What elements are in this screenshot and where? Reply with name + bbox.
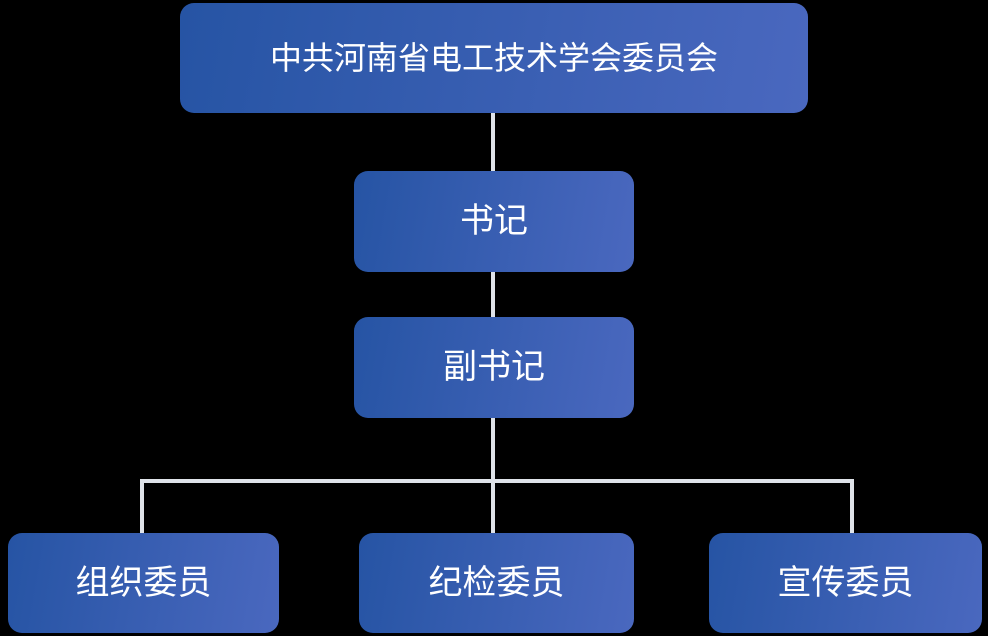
connector-drop-organization [140,479,144,533]
node-publicity-member: 宣传委员 [709,533,982,633]
node-organization-member: 组织委员 [8,533,279,633]
connector-deputy-to-children [491,418,495,533]
node-committee-root: 中共河南省电工技术学会委员会 [180,3,808,113]
connector-children-horizontal [140,479,854,483]
node-committee-root-label: 中共河南省电工技术学会委员会 [269,39,718,76]
node-discipline-member: 纪检委员 [359,533,634,633]
connector-root-to-secretary [491,113,495,171]
node-organization-member-label: 组织委员 [75,563,212,602]
connector-secretary-to-deputy [491,272,495,317]
node-secretary: 书记 [354,171,634,272]
node-publicity-member-label: 宣传委员 [777,563,914,602]
connector-drop-publicity [850,479,854,533]
node-deputy-secretary-label: 副书记 [443,348,545,387]
node-secretary-label: 书记 [460,202,528,241]
node-deputy-secretary: 副书记 [354,317,634,418]
node-discipline-member-label: 纪检委员 [428,563,565,602]
